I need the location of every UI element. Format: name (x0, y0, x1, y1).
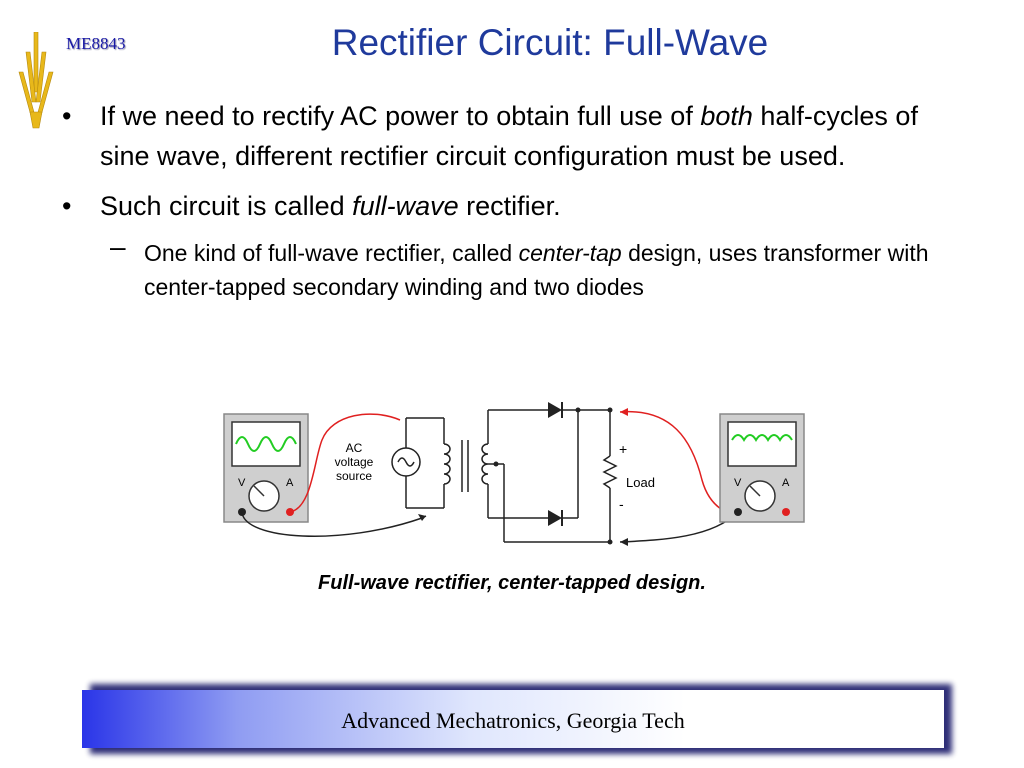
sub-bullet-emphasis: center-tap (518, 240, 622, 266)
meter-a-label: A (286, 477, 294, 489)
sub-bullet-item: – One kind of full-wave rectifier, calle… (60, 231, 944, 304)
sub-bullet-dash: – (110, 231, 126, 262)
load-resistor (504, 410, 618, 543)
bullet-dot: • (62, 101, 72, 131)
bullet-item: • Such circuit is called full-wave recti… (60, 186, 960, 226)
slide-title: Rectifier Circuit: Full-Wave (331, 22, 769, 63)
bullet-dot: • (62, 191, 72, 221)
bullet-emphasis: both (700, 101, 753, 131)
meter-v-label: V (734, 477, 742, 489)
meter-v-label: V (238, 477, 246, 489)
source-label: source (336, 469, 372, 483)
meter-terminal-red (782, 508, 790, 516)
ac-sine-trace (235, 436, 297, 452)
bullet-item: • If we need to rectify AC power to obta… (60, 96, 960, 176)
footer-bar (82, 690, 944, 748)
source-label: AC (346, 441, 363, 455)
bullet-emphasis: full-wave (352, 191, 459, 221)
load-plus: + (619, 441, 627, 457)
bullet-list: • If we need to rectify AC power to obta… (60, 96, 960, 304)
logo-icon (18, 32, 54, 129)
center-tap-transformer (443, 409, 530, 542)
course-code: ME8843 (66, 34, 126, 53)
ac-source: AC voltage source (335, 417, 445, 509)
ac-meter: V A (223, 413, 309, 523)
diode-upper (530, 402, 610, 418)
meter-a-label: A (782, 477, 790, 489)
source-label: voltage (335, 455, 374, 469)
center-tap-rectifier-diagram: V A AC voltage source (223, 402, 805, 546)
sub-bullet-text: One kind of full-wave rectifier, called (144, 240, 519, 266)
load-minus: - (619, 496, 624, 512)
rectified-wave-trace (731, 434, 793, 442)
diagram-caption: Full-wave rectifier, center-tapped desig… (318, 572, 706, 594)
diode-lower (530, 410, 579, 526)
footer-text: Advanced Mechatronics, Georgia Tech (341, 708, 685, 733)
bullet-text: Such circuit is called (100, 191, 353, 221)
bullet-text: half-cycles of sine wave, different rect… (100, 101, 918, 171)
load-label: Load (626, 475, 655, 490)
bullet-text: If we need to rectify AC power to obtain… (100, 101, 701, 131)
meter-terminal-black (734, 508, 742, 516)
sub-bullet-text: design, uses transformer with center-tap… (144, 240, 929, 300)
bullet-text: rectifier. (458, 191, 561, 221)
dc-meter: V A (719, 413, 805, 523)
